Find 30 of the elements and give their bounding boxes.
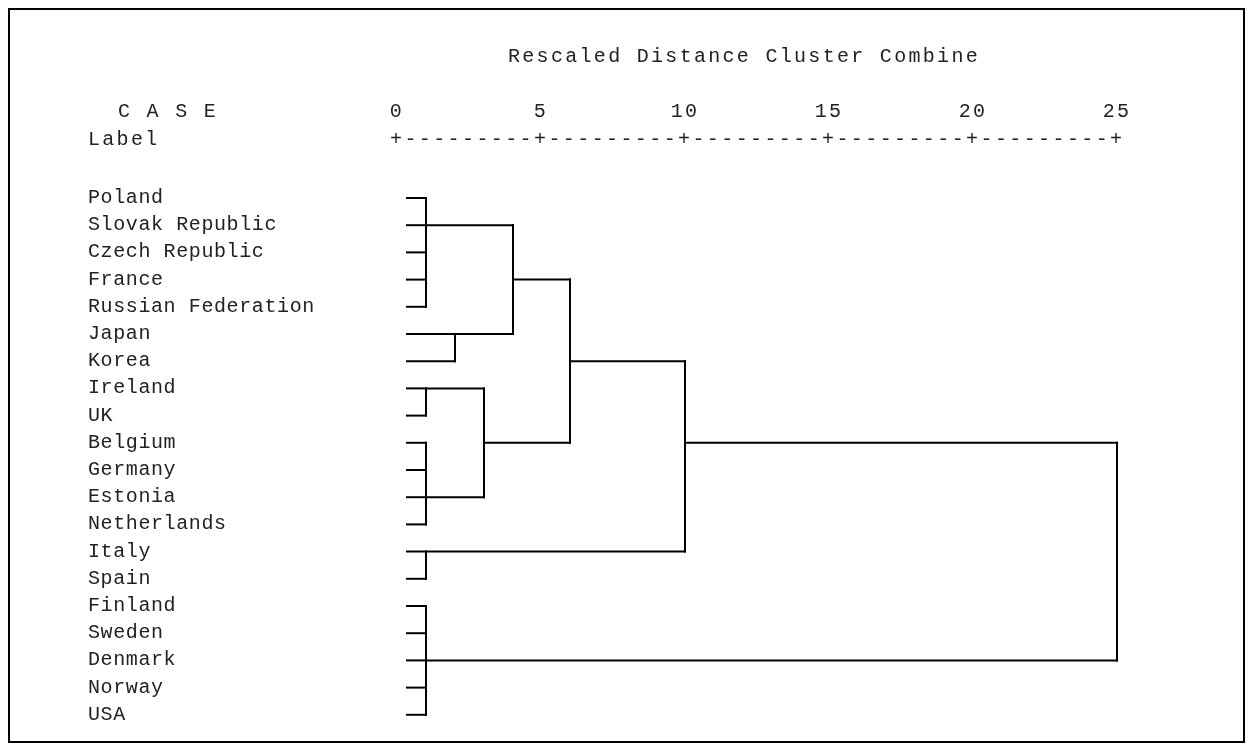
case-label: Netherlands [88,512,227,537]
axis-tick-label: 0 [389,100,405,124]
case-label: Sweden [88,621,164,646]
case-label: Denmark [88,648,177,673]
case-label: UK [88,403,114,428]
case-label: Japan [88,322,151,346]
axis-tick-label: 5 [533,100,549,124]
case-label: Slovak Republic [88,213,278,238]
case-label: Finland [88,594,177,618]
axis-tick-label: 15 [814,100,844,124]
case-label: Korea [88,349,151,374]
case-label: Estonia [88,485,177,510]
case-label: Poland [88,186,164,210]
case-label: Belgium [88,430,177,455]
case-label: Ireland [88,376,177,401]
case-label: Italy [88,539,151,564]
axis-tick-label: 10 [670,100,700,124]
axis-ruler: +---------+---------+---------+---------+---------+ [390,128,1125,152]
case-label: Russian Federation [88,294,315,319]
case-label: Spain [88,566,151,591]
column-header: C A S E [117,100,219,124]
case-label: France [88,267,164,292]
axis-tick-label: 20 [958,100,988,124]
case-label: USA [88,702,126,727]
case-label: Norway [88,675,164,700]
axis-tick-label: 25 [1102,100,1132,124]
chart-title: Rescaled Distance Cluster Combine [508,45,980,69]
column-header: Label [88,128,160,152]
case-label: Germany [88,458,177,482]
case-label: Czech Republic [88,240,265,265]
